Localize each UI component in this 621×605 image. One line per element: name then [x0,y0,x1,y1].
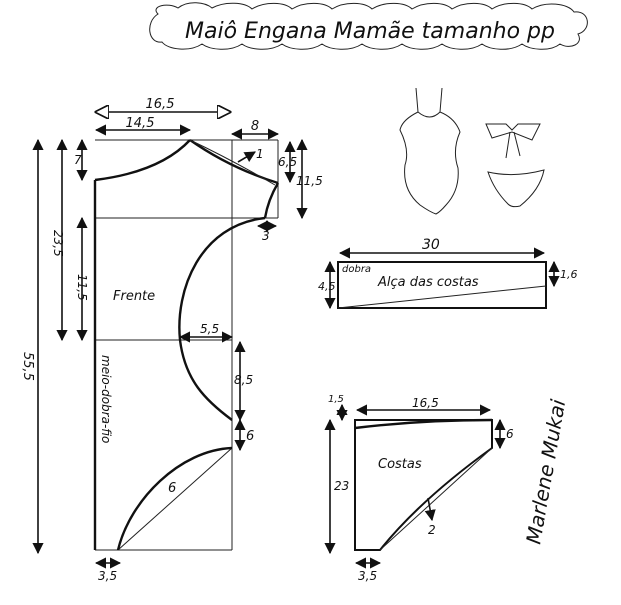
strap-pattern: 30 4,5 1,6 dobra Alça das costas [318,237,578,310]
title-cloud: Maiô Engana Mamãe tamanho pp [149,2,588,50]
strap-rect [337,261,547,309]
bikini-top-sketch [485,123,541,159]
dim-mid-height-label: 11,5 [75,274,89,301]
dim-top-left-label: 14,5 [126,116,155,131]
dim-top-total-label: 16,5 [146,97,175,112]
dim-back-side-label: 6 [506,427,514,441]
fold-label: meio-dobra-fio [99,355,113,443]
front-pattern: 16,5 14,5 8 1 6,5 11,5 3 7 23,5 11,5 5,5 [20,97,323,583]
strap-fold-label: dobra [342,264,371,275]
strap-label: Alça das costas [377,275,479,290]
dim-leg-curve-label: 6 [168,481,176,496]
signature: Marlene Mukai [521,397,570,546]
dim-front-bottom-label: 3,5 [98,569,117,583]
front-side-curve [178,216,266,421]
dim-upper-height-label: 23,5 [51,230,65,257]
back-pattern: 16,5 1,5 6 23 2 3,5 Costas [324,394,514,583]
dim-waist-depth-label: 5,5 [200,322,219,336]
dim-strap-left-label: 4,5 [318,280,336,293]
dim-strap-right-label: 1,6 [560,268,578,281]
bikini-bottom-sketch [487,169,545,208]
dim-back-height-label: 23 [334,479,349,493]
dim-strap-length-label: 30 [422,237,440,253]
front-neckline [94,139,191,182]
back-outline [354,419,493,551]
dim-back-offset-label: 1,5 [328,394,344,405]
svg-text:7: 7 [74,153,82,167]
dim-leg-height-label: 8,5 [234,373,253,387]
back-label: Costas [378,457,422,472]
dim-crotch-height-label: 6 [246,429,254,444]
dim-side-total-label: 11,5 [296,174,323,188]
front-armhole [263,182,280,219]
front-leg-curve [116,446,233,551]
dim-back-curve-label: 2 [428,523,436,537]
one-piece-sketch [399,87,461,215]
front-label: Frente [113,289,155,304]
dim-back-top-label: 16,5 [412,396,439,410]
front-shoulder [189,139,279,185]
dim-side-small-label: 6,5 [278,155,297,169]
swimsuit-sketch [399,87,545,215]
page-title: Maiô Engana Mamãe tamanho pp [185,19,555,44]
dim-strap-offset-label: 1 [256,147,264,161]
dim-full-height-label: 55,5 [20,352,35,381]
dim-back-bottom-label: 3,5 [358,569,377,583]
dim-top-right-label: 8 [251,119,259,134]
dim-armhole-offset-label: 3 [262,229,270,243]
